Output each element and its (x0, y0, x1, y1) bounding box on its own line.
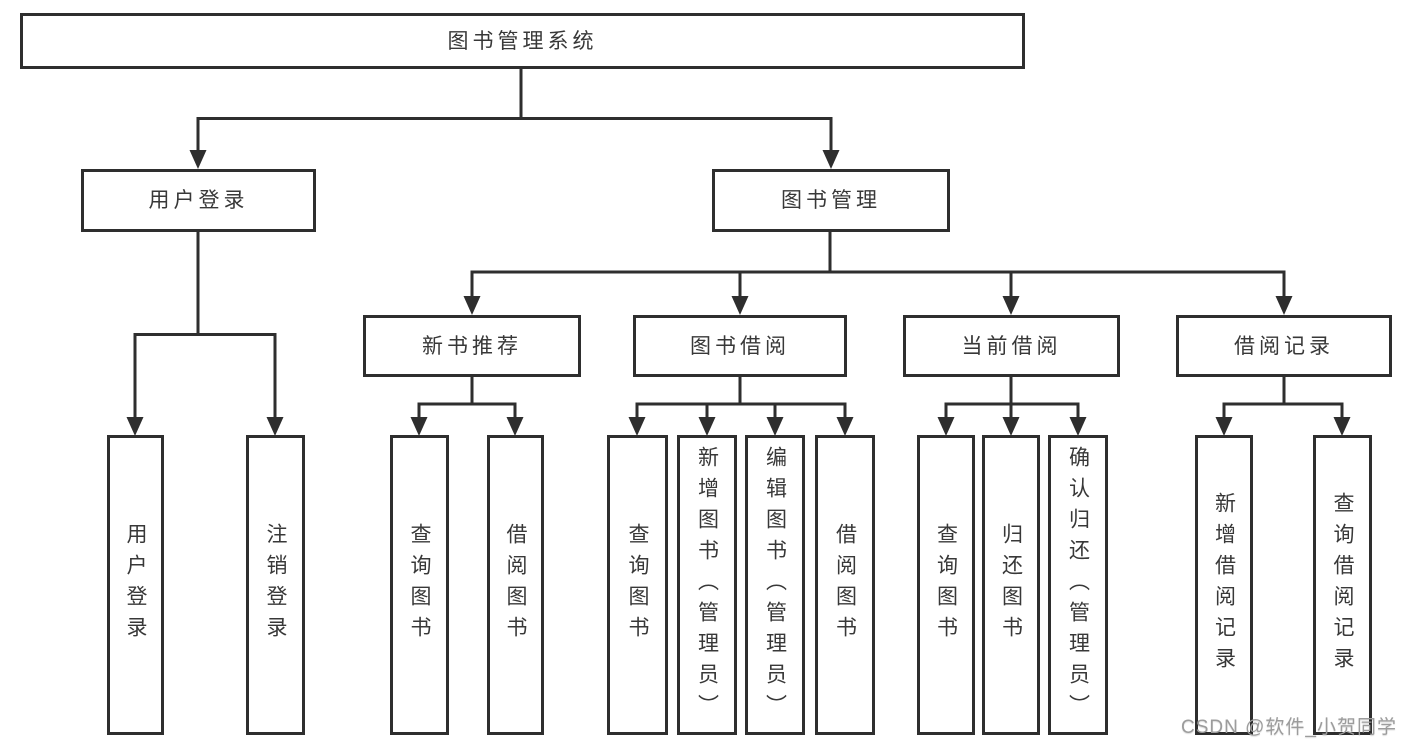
leaf-confirm-return-admin-label: 确认归还（管理员） (1066, 445, 1090, 725)
leaf-logout: 注销登录 (246, 435, 305, 735)
leaf-query-books-recommend-label: 查询图书 (408, 523, 431, 647)
leaf-return-books-label: 归还图书 (999, 523, 1023, 647)
node-new-book-recommend: 新书推荐 (363, 315, 581, 377)
leaf-query-books-recommend: 查询图书 (390, 435, 449, 735)
connector-user-login-children (126, 229, 284, 436)
node-current-borrow-label: 当前借阅 (961, 334, 1062, 358)
leaf-query-books-borrow-label: 查询图书 (626, 523, 649, 647)
node-root-label: 图书管理系统 (447, 29, 598, 53)
connector-new-book-recommend-children (410, 374, 524, 436)
node-book-borrow-label: 图书借阅 (690, 334, 790, 358)
node-book-management: 图书管理 (712, 169, 950, 232)
connector-root-to-level1 (189, 66, 840, 169)
leaf-query-borrow-record: 查询借阅记录 (1313, 435, 1372, 735)
node-user-login-label: 用户登录 (148, 189, 249, 212)
connector-borrow-records-children (1215, 374, 1351, 436)
node-borrow-records: 借阅记录 (1176, 315, 1392, 377)
node-user-login: 用户登录 (81, 169, 316, 232)
node-current-borrow: 当前借阅 (903, 315, 1120, 377)
leaf-add-borrow-record: 新增借阅记录 (1195, 435, 1253, 735)
node-borrow-records-label: 借阅记录 (1234, 334, 1334, 358)
node-book-management-label: 图书管理 (781, 189, 881, 212)
leaf-borrow-books: 借阅图书 (815, 435, 875, 735)
leaf-borrow-books-recommend-label: 借阅图书 (504, 523, 527, 647)
leaf-query-books-current-label: 查询图书 (934, 523, 958, 647)
connector-current-borrow-children (937, 374, 1087, 436)
leaf-edit-book-admin-label: 编辑图书（管理员） (763, 445, 787, 725)
leaf-query-borrow-record-label: 查询借阅记录 (1331, 492, 1354, 678)
leaf-query-books-current: 查询图书 (917, 435, 975, 735)
connector-book-management-children (463, 229, 1293, 315)
node-root: 图书管理系统 (20, 13, 1025, 69)
leaf-user-login: 用户登录 (107, 435, 164, 735)
leaf-query-books-borrow: 查询图书 (607, 435, 668, 735)
leaf-user-login-label: 用户登录 (124, 523, 147, 647)
node-book-borrow: 图书借阅 (633, 315, 847, 377)
leaf-logout-label: 注销登录 (264, 523, 287, 647)
leaf-borrow-books-recommend: 借阅图书 (487, 435, 544, 735)
node-new-book-recommend-label: 新书推荐 (422, 334, 522, 358)
leaf-borrow-books-label: 借阅图书 (833, 523, 857, 647)
leaf-confirm-return-admin: 确认归还（管理员） (1048, 435, 1108, 735)
connector-book-borrow-children (628, 374, 854, 436)
leaf-add-book-admin-label: 新增图书（管理员） (695, 445, 719, 725)
leaf-return-books: 归还图书 (982, 435, 1040, 735)
leaf-add-borrow-record-label: 新增借阅记录 (1212, 492, 1236, 678)
watermark: CSDN @软件_小贺同学 (1181, 717, 1397, 738)
leaf-edit-book-admin: 编辑图书（管理员） (745, 435, 805, 735)
leaf-add-book-admin: 新增图书（管理员） (677, 435, 737, 735)
